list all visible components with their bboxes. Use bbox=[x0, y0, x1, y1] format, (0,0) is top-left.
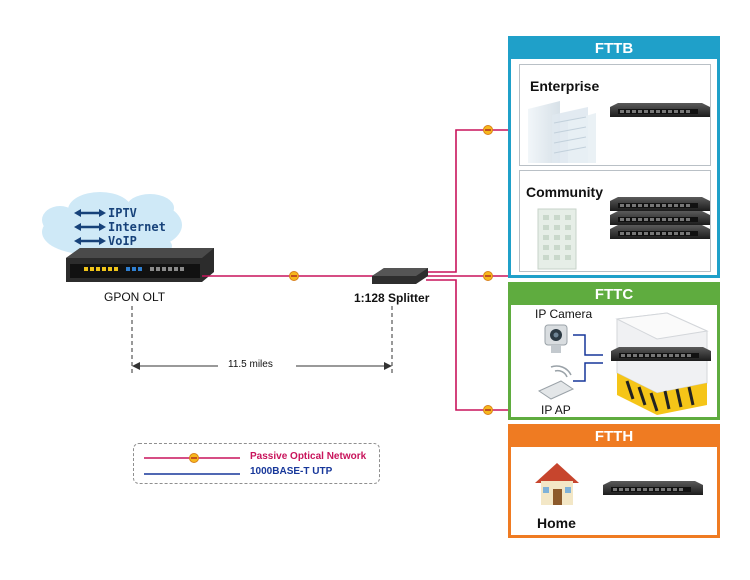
ip-camera-icon bbox=[544, 324, 568, 353]
fttb-title: FTTB bbox=[511, 39, 717, 59]
community-label: Community bbox=[526, 184, 603, 200]
distance-label: 11.5 miles bbox=[228, 359, 273, 370]
legend-utp-label: 1000BASE-T UTP bbox=[250, 466, 333, 477]
cloud-item-iptv: IPTV bbox=[108, 206, 137, 220]
ftth-title: FTTH bbox=[511, 427, 717, 447]
cabinet-icon bbox=[611, 312, 711, 415]
ip-ap-label: IP AP bbox=[541, 403, 571, 417]
olt-switch-icon bbox=[66, 248, 214, 282]
house-icon bbox=[535, 463, 579, 505]
access-point-icon bbox=[537, 365, 575, 400]
ftth-panel: FTTH Home bbox=[508, 424, 720, 538]
fttb-panel: FTTB Enterprise Community bbox=[508, 36, 720, 278]
home-label: Home bbox=[537, 515, 576, 531]
legend-pon-label: Passive Optical Network bbox=[250, 451, 367, 462]
legend-swatches bbox=[144, 453, 240, 475]
fttc-title: FTTC bbox=[511, 285, 717, 305]
enterprise-box: Enterprise bbox=[519, 64, 711, 166]
community-box: Community bbox=[519, 170, 711, 272]
switch-stack-icon bbox=[610, 197, 710, 239]
splitter-icon bbox=[372, 268, 428, 284]
legend: Passive Optical Network 1000BASE-T UTP bbox=[133, 443, 380, 484]
distance-marker bbox=[131, 306, 393, 374]
splitter-label: 1:128 Splitter bbox=[354, 291, 430, 305]
ip-camera-label: IP Camera bbox=[535, 307, 593, 321]
enterprise-label: Enterprise bbox=[530, 78, 600, 94]
apartment-building-icon bbox=[537, 208, 577, 270]
switch-icon bbox=[603, 481, 703, 495]
cloud-item-voip: VoIP bbox=[108, 234, 137, 248]
switch-icon bbox=[610, 103, 710, 117]
office-building-icon bbox=[528, 101, 596, 163]
utp-links-fttc bbox=[573, 334, 603, 382]
fttc-panel: FTTC IP Camera IP AP bbox=[508, 282, 720, 420]
cloud-arrows bbox=[74, 209, 106, 245]
olt-label: GPON OLT bbox=[104, 290, 166, 304]
cloud-item-internet: Internet bbox=[108, 220, 166, 234]
